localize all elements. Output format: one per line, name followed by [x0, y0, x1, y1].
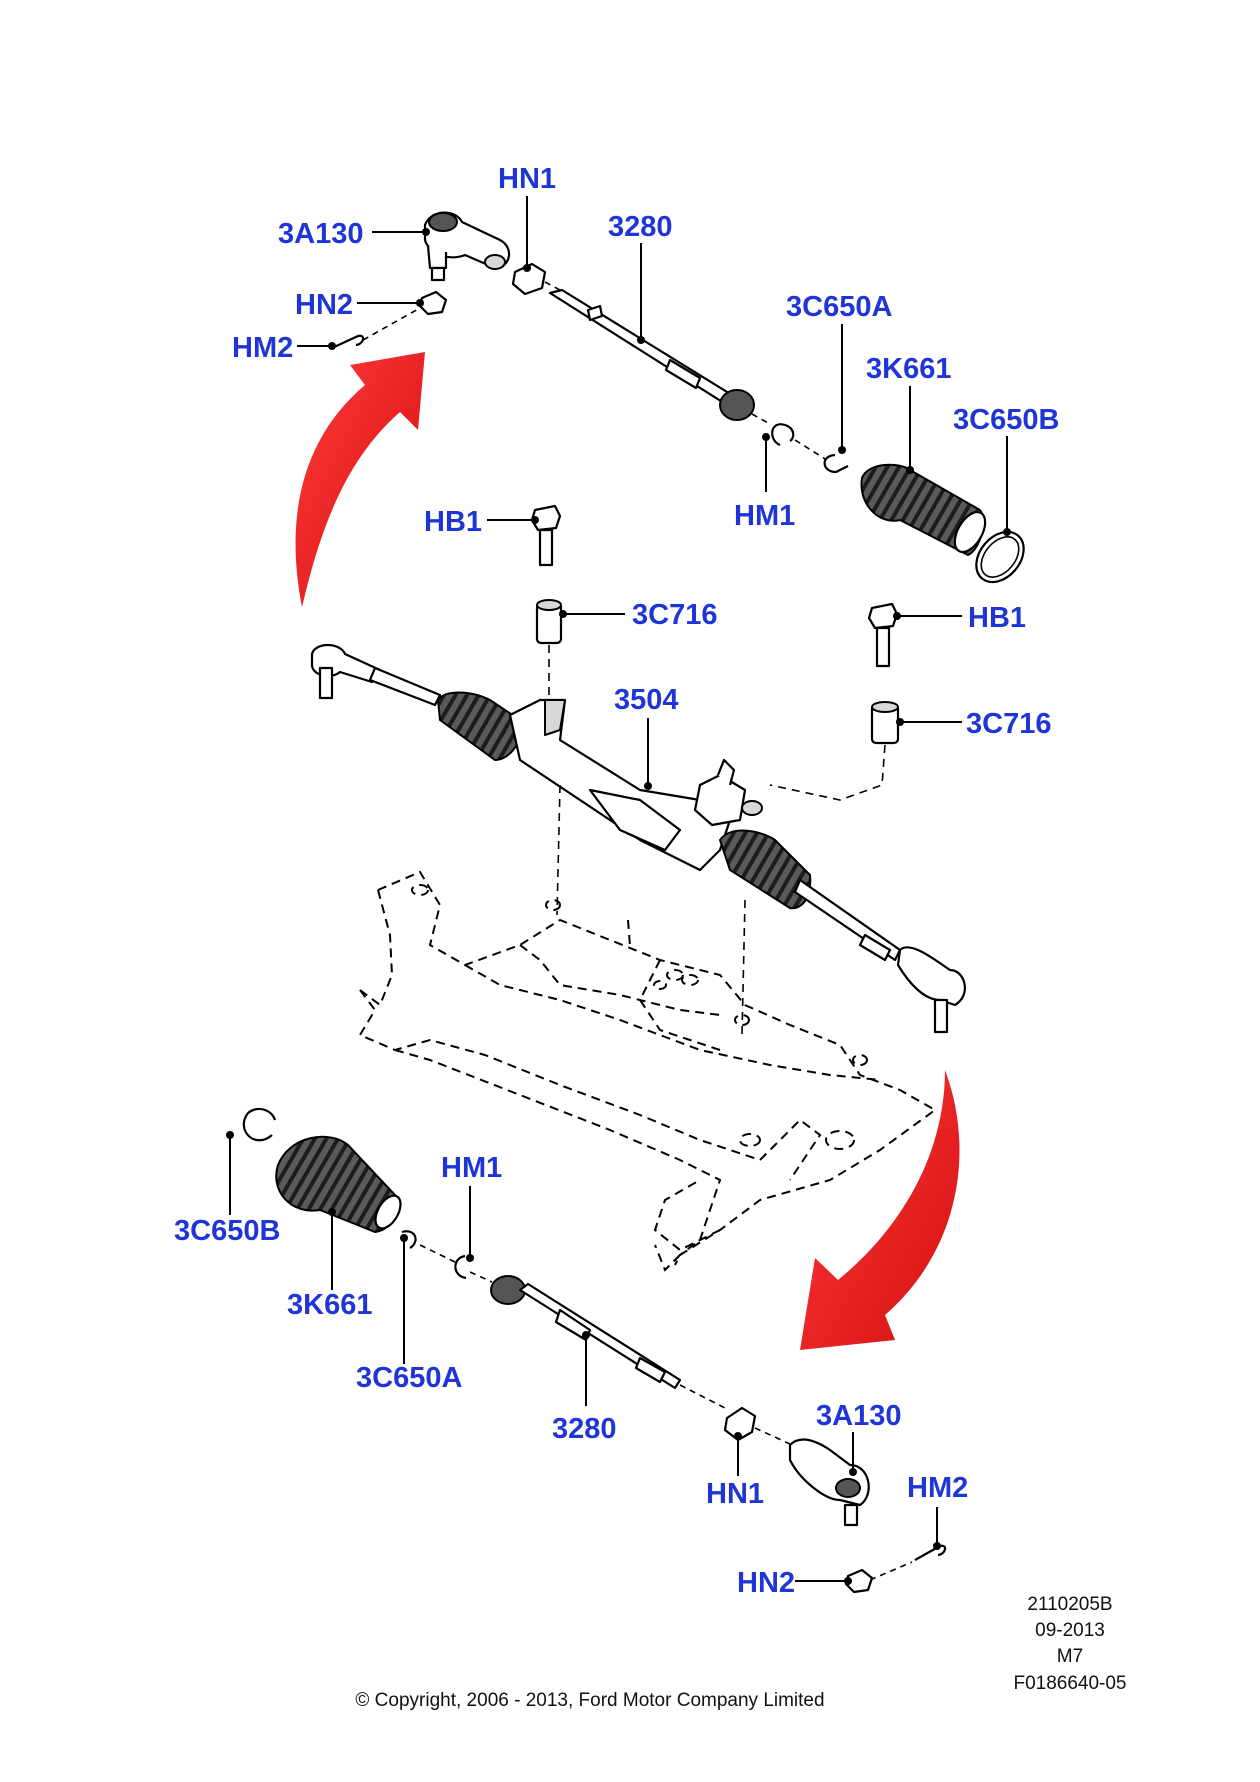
- callout-3c650a-bottom: 3C650A: [356, 1362, 462, 1394]
- callout-3c650b-top: 3C650B: [953, 404, 1059, 436]
- callout-hm1-top: HM1: [734, 500, 795, 532]
- clamp-3c650b-bottom: [242, 1107, 277, 1142]
- nut-hn1-top: [511, 262, 561, 296]
- leader-lines: [226, 196, 1011, 1585]
- revision-date: 09-2013: [1035, 1620, 1105, 1641]
- callout-3c650a-top: 3C650A: [786, 291, 892, 323]
- callout-3280-bottom: 3280: [552, 1413, 617, 1445]
- clamp-3c650a-bottom: [401, 1230, 456, 1263]
- callout-3a130-top: 3A130: [278, 218, 363, 250]
- clip-hm1-top: [771, 423, 831, 463]
- boot-3k661-bottom: [275, 1135, 402, 1234]
- callout-hb1-left: HB1: [424, 506, 482, 538]
- subframe-dashed-outline: [358, 870, 937, 1272]
- cotter-pin-hm2-top: [331, 307, 421, 349]
- callout-3c716-right: 3C716: [966, 708, 1051, 740]
- callout-hm2-top: HM2: [232, 332, 293, 364]
- callout-3a130-bottom: 3A130: [816, 1400, 901, 1432]
- callout-hm1-bottom: HM1: [441, 1152, 502, 1184]
- red-arrow-up: [295, 352, 425, 607]
- cotter-pin-hm2-bottom: [869, 1544, 947, 1581]
- red-arrow-down: [800, 1070, 960, 1350]
- inner-tie-rod-bottom: [490, 1275, 726, 1409]
- clamp-3c650b-top: [975, 530, 1025, 584]
- tie-rod-end-top: [423, 211, 511, 282]
- copyright-notice: © Copyright, 2006 - 2013, Ford Motor Com…: [355, 1690, 825, 1711]
- callout-hn1-bottom: HN1: [706, 1478, 764, 1510]
- callout-hn2-top: HN2: [295, 289, 353, 321]
- bolt-hb1-right: [867, 602, 899, 668]
- callout-labels: HN1 3A130 3280 HN2 HM2 3C650A 3K661 3C65…: [174, 163, 1059, 1599]
- clip-hm1-bottom: [454, 1254, 493, 1283]
- callout-hm2-bottom: HM2: [907, 1472, 968, 1504]
- callout-hn1-top: HN1: [498, 163, 556, 195]
- callout-3280-top: 3280: [608, 211, 673, 243]
- reference-number: 2110205B: [1027, 1594, 1113, 1615]
- steering-rack-3504: [310, 643, 966, 1036]
- inner-tie-rod-top: [548, 288, 771, 425]
- bushing-3c716-left: [535, 599, 563, 700]
- boot-3k661-top: [860, 463, 987, 557]
- clamp-3c650a-top: [823, 453, 849, 474]
- nut-hn1-bottom: [723, 1406, 791, 1445]
- callout-3c716-left: 3C716: [632, 599, 717, 631]
- model-code: M7: [1056, 1646, 1084, 1667]
- callout-3k661-bottom: 3K661: [287, 1289, 372, 1321]
- callout-3c650b-bottom: 3C650B: [174, 1215, 280, 1247]
- callout-hn2-bottom: HN2: [737, 1567, 795, 1599]
- bolt-hb1-left: [530, 504, 562, 567]
- tie-rod-end-bottom: [788, 1438, 870, 1527]
- callout-hb1-right: HB1: [968, 602, 1026, 634]
- callout-3k661-top: 3K661: [866, 353, 951, 385]
- bushing-3c716-right: [769, 701, 900, 801]
- callout-3504: 3504: [614, 684, 679, 716]
- figure-id: F0186640-05: [1013, 1673, 1127, 1694]
